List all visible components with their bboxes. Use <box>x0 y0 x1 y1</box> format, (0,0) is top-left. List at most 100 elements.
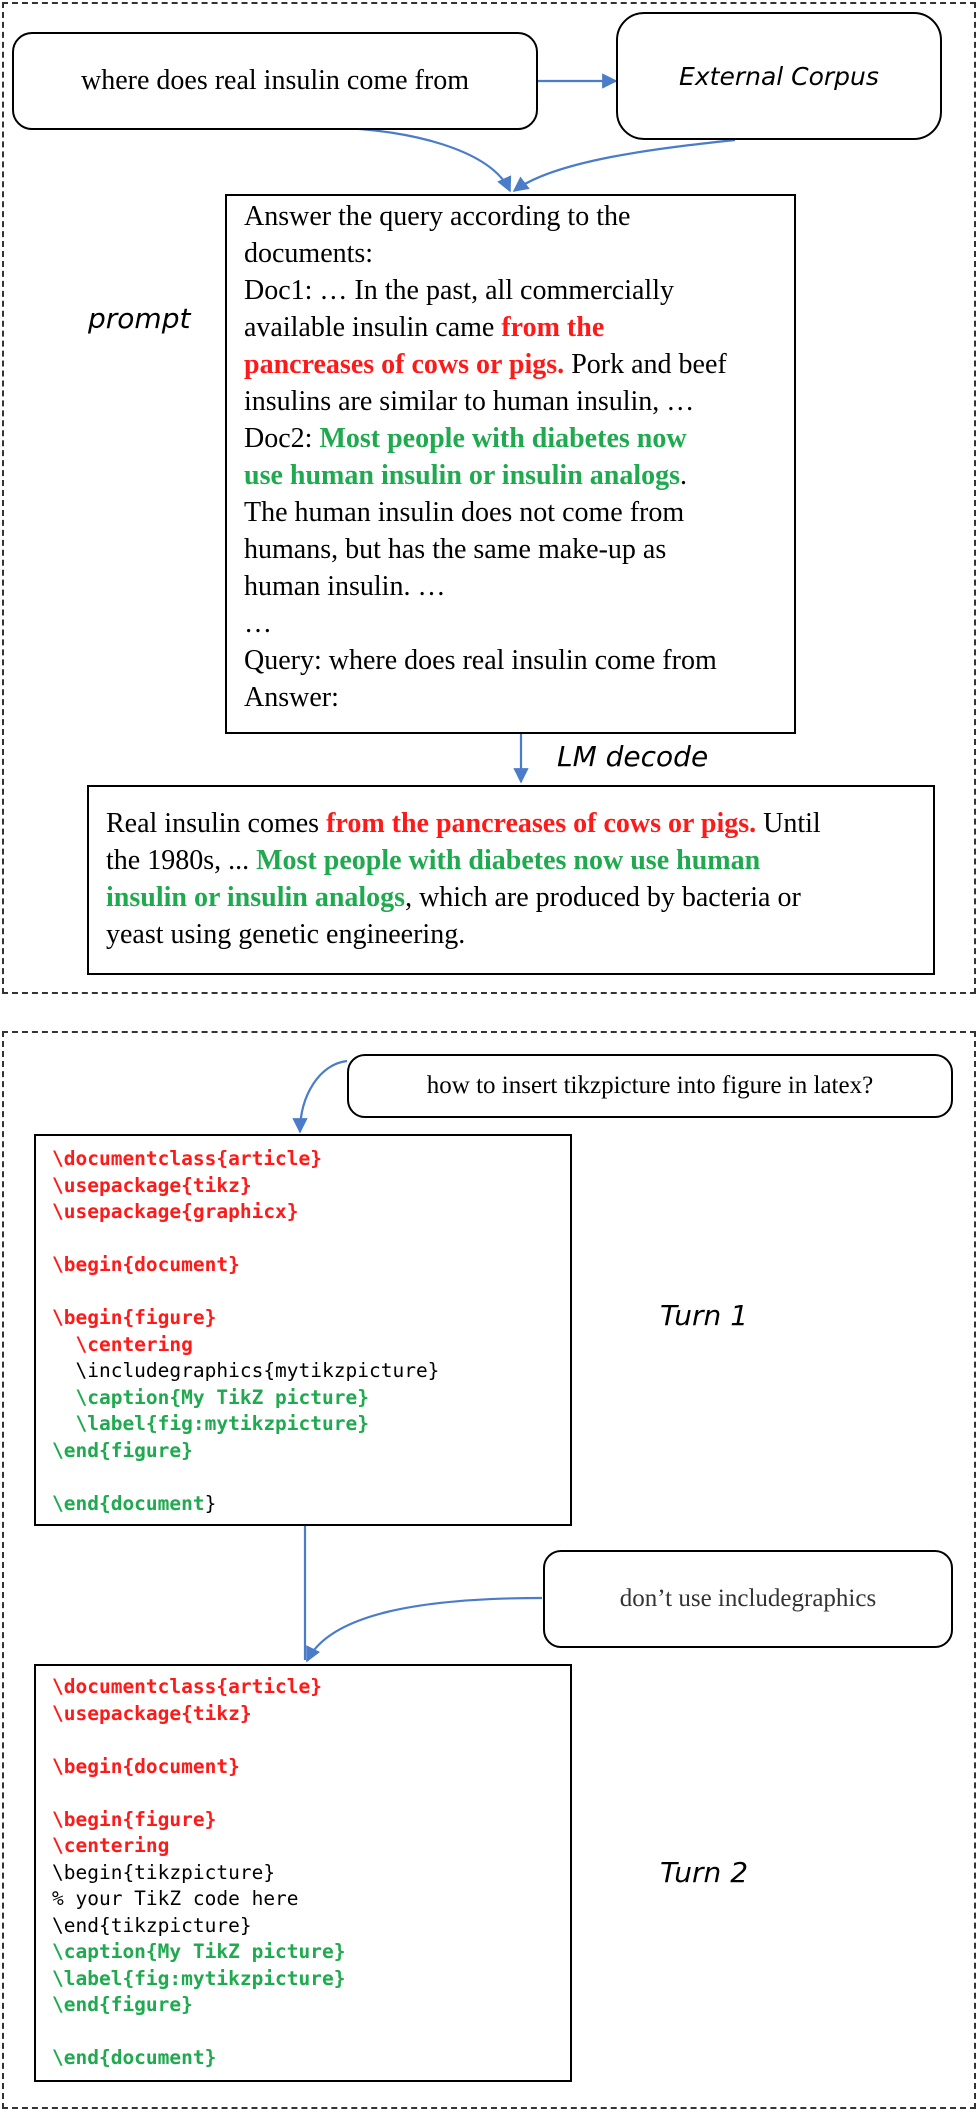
question1-text: how to insert tikzpicture into figure in… <box>426 1072 874 1099</box>
code-line: \end{tikzpicture} <box>52 1913 570 1940</box>
text-line: Doc2: Most people with diabetes now <box>244 420 794 457</box>
text-line: insulins are similar to human insulin, … <box>244 383 794 420</box>
code-line: \end{figure} <box>52 1992 570 2019</box>
text-line: human insulin. … <box>244 568 794 605</box>
text-segment: \end{figure} <box>52 1438 193 1462</box>
text-line: humans, but has the same make-up as <box>244 531 794 568</box>
text-segment: , which are produced by bacteria or <box>405 882 801 913</box>
code-line: \begin{document} <box>52 1252 570 1279</box>
text-line: Answer: <box>244 679 794 716</box>
text-segment: % your TikZ code here <box>52 1887 299 1910</box>
question2-text: don’t use includegraphics <box>619 1585 877 1612</box>
code-line: \end{figure} <box>52 1438 570 1465</box>
code-line: \end{document} <box>52 2045 570 2072</box>
text-segment: Most people with diabetes now <box>319 423 687 454</box>
arrow-corpus-to-prompt <box>512 138 736 192</box>
code-line <box>52 1780 570 1807</box>
text-segment: \caption{My TikZ picture} <box>52 1940 346 1963</box>
code-line: \begin{figure} <box>52 1807 570 1834</box>
text-segment: \end{figure} <box>52 1993 193 2016</box>
code-line <box>52 1226 570 1253</box>
text-segment: \begin{figure} <box>52 1306 217 1329</box>
text-segment: \includegraphics{mytikzpicture} <box>52 1359 440 1382</box>
bottom-panel <box>2 1031 976 2109</box>
text-line: Real insulin comes from the pancreases o… <box>106 805 933 842</box>
answer-text: Real insulin comes from the pancreases o… <box>106 805 933 953</box>
text-segment: use human insulin or insulin analogs <box>244 460 681 491</box>
text-segment: from the pancreases of cows or pigs. <box>326 808 757 839</box>
text-segment: \begin{document} <box>52 1754 240 1778</box>
code-line: \caption{My TikZ picture} <box>52 1939 570 1966</box>
text-segment: \centering <box>52 1834 170 1857</box>
text-line: Query: where does real insulin come from <box>244 642 794 679</box>
code-line: \begin{document} <box>52 1754 570 1781</box>
text-line: use human insulin or insulin analogs. <box>244 457 794 494</box>
text-segment: Doc2: <box>244 423 320 454</box>
external-corpus-label: External Corpus <box>679 61 879 91</box>
text-line: available insulin came from the <box>244 309 794 346</box>
turn1-label: Turn 1 <box>660 1299 749 1332</box>
code-turn1: \documentclass{article} \usepackage{tikz}… <box>52 1146 570 1517</box>
code-line: \usepackage{tikz} <box>52 1701 570 1728</box>
text-line: the 1980s, ... Most people with diabetes… <box>106 842 933 879</box>
arrow-question1-to-code1 <box>292 1059 348 1134</box>
turn2-label: Turn 2 <box>660 1856 749 1889</box>
answer-box: Real insulin comes from the pancreases o… <box>87 785 935 975</box>
text-segment: pancreases of cows or pigs. <box>244 349 565 380</box>
text-segment: \end{document <box>52 1491 205 1515</box>
text-segment: Answer: <box>244 682 339 713</box>
arrow-question2-to-code2 <box>306 1596 543 1663</box>
query-text: where does real insulin come from <box>81 65 469 96</box>
code-turn2: \documentclass{article} \usepackage{tikz}… <box>52 1674 570 2072</box>
text-segment: from the <box>501 312 605 343</box>
code-line: \centering <box>52 1332 570 1359</box>
code-box-turn1: \documentclass{article} \usepackage{tikz}… <box>34 1134 572 1526</box>
top-panel <box>2 2 976 994</box>
text-segment: insulin or insulin analogs <box>106 882 406 913</box>
text-segment: available insulin came <box>244 312 502 343</box>
code-line: \begin{tikzpicture} <box>52 1860 570 1887</box>
text-line: yeast using genetic engineering. <box>106 916 933 953</box>
text-line: pancreases of cows or pigs. Pork and bee… <box>244 346 794 383</box>
code-line: \documentclass{article} <box>52 1146 570 1173</box>
text-line: … <box>244 605 794 642</box>
question2-bubble: don’t use includegraphics <box>543 1550 953 1648</box>
text-segment: \documentclass{article} <box>52 1675 323 1698</box>
code-line: \end{document} <box>52 1491 570 1518</box>
text-line: documents: <box>244 235 794 272</box>
question1-bubble: how to insert tikzpicture into figure in… <box>347 1054 953 1118</box>
text-segment: \end{document} <box>52 2046 217 2069</box>
text-segment: \documentclass{article} <box>52 1147 323 1170</box>
text-line: Doc1: … In the past, all commercially <box>244 272 794 309</box>
code-line: \documentclass{article} <box>52 1674 570 1701</box>
code-line <box>52 1727 570 1754</box>
text-segment: \usepackage{tikz} <box>52 1173 252 1197</box>
text-segment: Pork and beef <box>564 349 727 380</box>
text-segment: . <box>680 460 688 491</box>
code-line: % your TikZ code here <box>52 1886 570 1913</box>
text-segment: \begin{tikzpicture} <box>52 1860 276 1884</box>
code-line: \usepackage{graphicx} <box>52 1199 570 1226</box>
code-line: \label{fig:mytikzpicture} <box>52 1411 570 1438</box>
text-segment: the 1980s, ... <box>106 845 257 876</box>
text-segment: The human insulin does not come from <box>244 497 685 528</box>
text-segment: \end{tikzpicture} <box>52 1913 252 1937</box>
text-segment: Query: where does real insulin come from <box>244 645 717 676</box>
text-segment: insulins are similar to human insulin, … <box>244 386 695 417</box>
text-segment: documents: <box>244 238 374 269</box>
text-segment: \caption{My TikZ picture} <box>52 1385 369 1409</box>
code-line: \begin{figure} <box>52 1305 570 1332</box>
text-segment: \label{fig:mytikzpicture} <box>52 1966 346 1990</box>
code-line: \usepackage{tikz} <box>52 1173 570 1200</box>
text-line: The human insulin does not come from <box>244 494 794 531</box>
query-box: where does real insulin come from <box>12 32 538 130</box>
text-segment: … <box>244 608 272 639</box>
code-box-turn2: \documentclass{article} \usepackage{tikz}… <box>34 1664 572 2082</box>
text-segment: \usepackage{tikz} <box>52 1701 252 1725</box>
text-segment: yeast using genetic engineering. <box>106 919 466 950</box>
text-segment: Doc1: … In the past, all commercially <box>244 275 674 306</box>
code-line <box>52 1279 570 1306</box>
text-segment: \centering <box>52 1332 193 1356</box>
code-line: \caption{My TikZ picture} <box>52 1385 570 1412</box>
